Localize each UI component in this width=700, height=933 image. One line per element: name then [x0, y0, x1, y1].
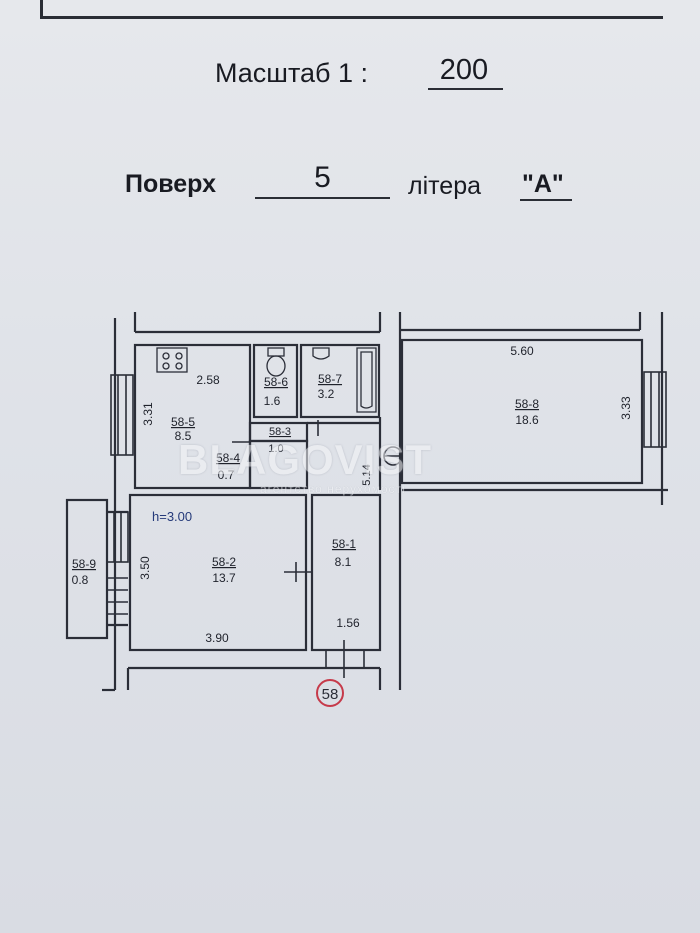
letter-underline — [520, 199, 572, 201]
window-room — [643, 371, 667, 448]
watermark-tagline: агентство нерухомості — [260, 482, 406, 496]
room-58-8-outline — [400, 338, 644, 485]
room-area-58-8: 18.6 — [515, 413, 539, 427]
dim-kitchen-depth: 3.31 — [141, 402, 155, 426]
watermark: BLAGOVIST агентство нерухомості — [178, 432, 528, 502]
room-area-58-4: 0.7 — [218, 468, 235, 482]
room-id-58-4: 58-4 — [216, 451, 240, 465]
floor-underline — [255, 197, 390, 199]
stove-icon — [156, 347, 188, 373]
room-58-5-outline — [133, 343, 252, 490]
watermark-logo: BLAGOVIST — [178, 436, 433, 483]
floor-label: Поверх — [125, 170, 217, 198]
room-id-58-8: 58-8 — [515, 397, 539, 411]
room-area-58-6: 1.6 — [264, 394, 281, 408]
room-area-58-9: 0.8 — [72, 573, 89, 587]
room-id-58-6: 58-6 — [264, 375, 288, 389]
room-id-58-5: 58-5 — [171, 415, 195, 429]
room-area-58-7: 3.2 — [318, 387, 335, 401]
bathtub-icon — [356, 347, 377, 413]
room-id-58-7: 58-7 — [318, 372, 342, 386]
toilet-icon — [266, 347, 286, 377]
scale-label: Масштаб 1 : — [215, 58, 369, 88]
room-area-58-1: 8.1 — [335, 555, 352, 569]
room-58-4-outline — [248, 439, 309, 490]
dim-living-width: 3.90 — [205, 631, 229, 645]
dim-room-depth: 3.33 — [619, 396, 633, 420]
room-58-7-outline — [299, 343, 381, 419]
floor-value: 5 — [314, 161, 331, 194]
apartment-number-circle — [316, 679, 344, 707]
room-id-58-2: 58-2 — [212, 555, 236, 569]
room-58-6-outline — [252, 343, 299, 419]
dim-hall-length: 5.14 — [361, 464, 373, 485]
room-id-58-1: 58-1 — [332, 537, 356, 551]
room-area-58-3: 1.0 — [268, 443, 283, 455]
apartment-number: 58 — [322, 686, 339, 703]
room-id-58-3: 58-3 — [269, 426, 291, 438]
sink-icon — [312, 347, 330, 360]
ceiling-height: h=3.00 — [152, 509, 192, 524]
room-area-58-2: 13.7 — [212, 571, 236, 585]
top-frame — [40, 0, 663, 19]
room-area-58-5: 8.5 — [175, 429, 192, 443]
scale-underline — [428, 88, 503, 90]
room-id-58-9: 58-9 — [72, 557, 96, 571]
window-balcony-door — [106, 511, 129, 563]
dim-hall-width: 1.56 — [336, 616, 360, 630]
room-58-9-outline — [65, 498, 109, 640]
dim-kitchen-width: 2.58 — [196, 373, 220, 387]
dim-living-depth: 3.50 — [138, 556, 152, 580]
scale-value: 200 — [439, 54, 489, 86]
dim-room-width: 5.60 — [510, 344, 534, 358]
letter-label: літера — [408, 172, 482, 200]
window-kitchen — [110, 374, 134, 456]
letter-value: "А" — [522, 170, 564, 198]
